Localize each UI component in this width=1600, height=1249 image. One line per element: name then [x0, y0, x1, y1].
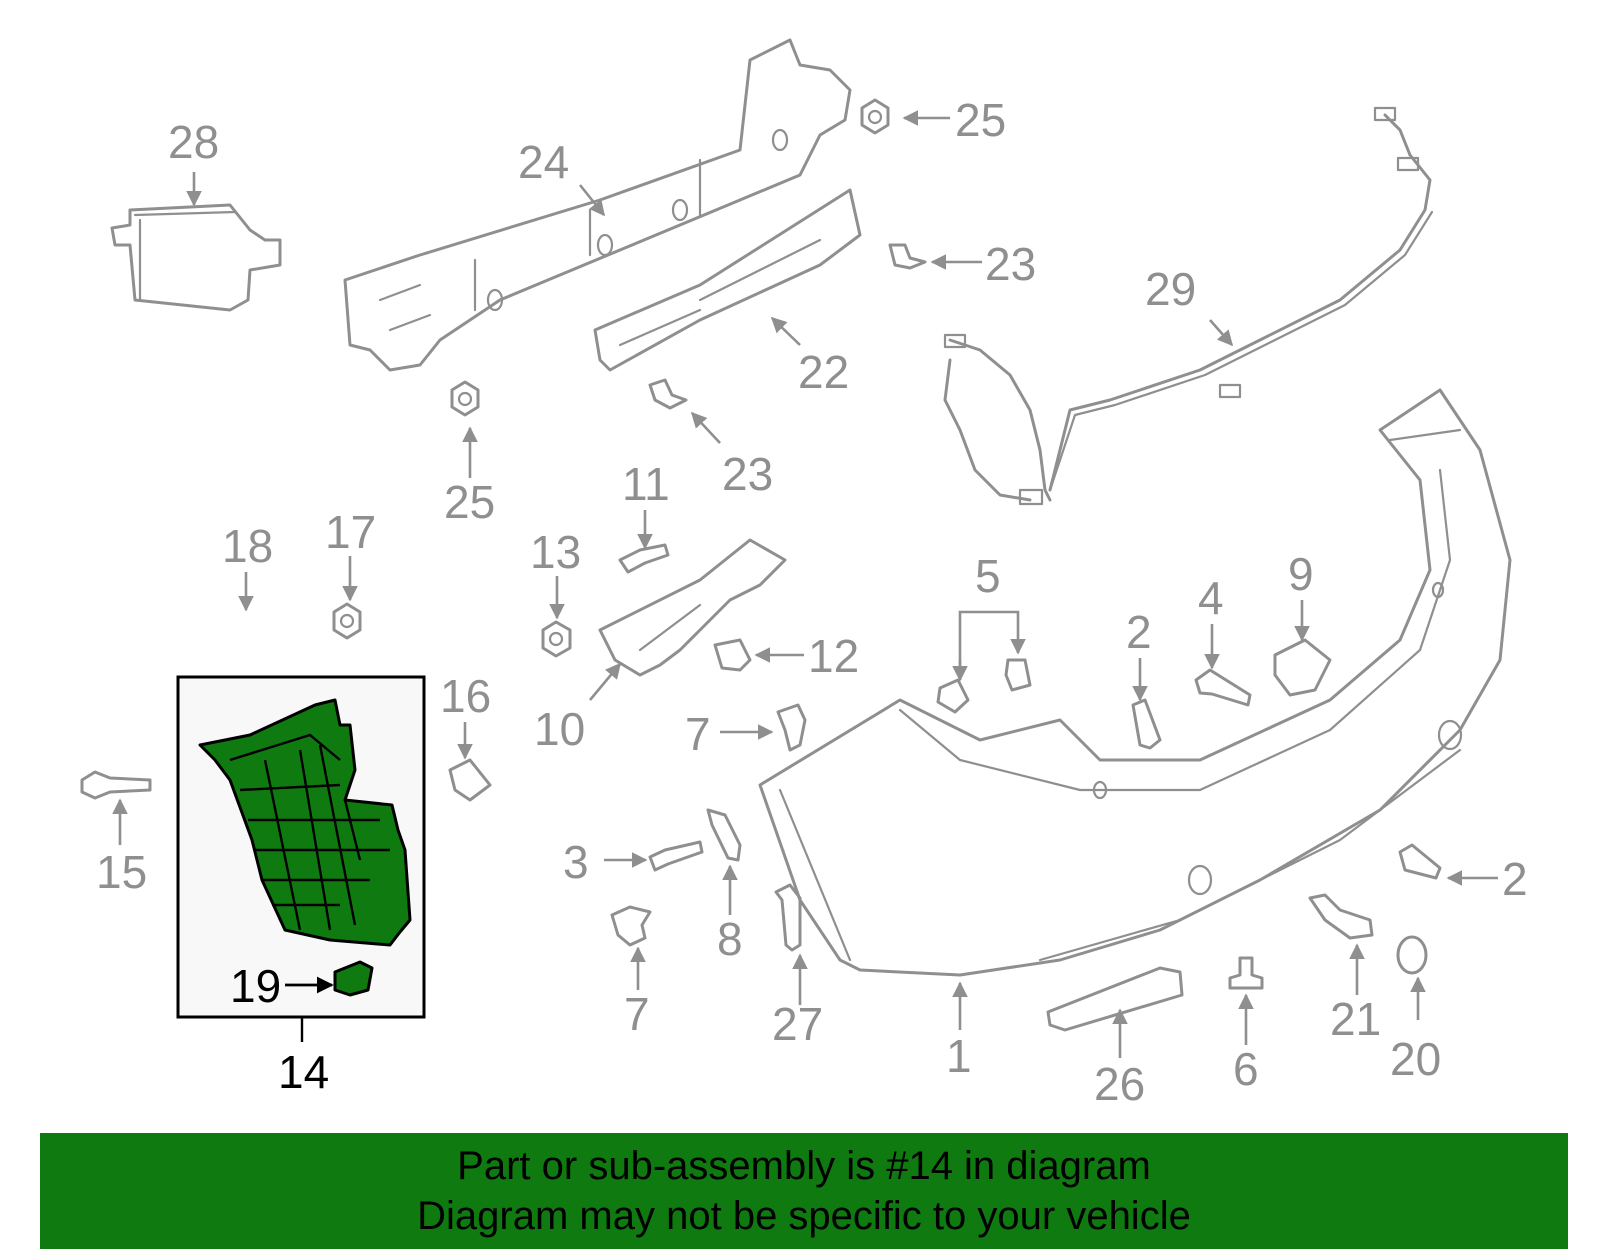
- part-29-wire-harness[interactable]: [943, 106, 1434, 506]
- part-24-reinforcement[interactable]: [343, 38, 852, 372]
- part-28-module[interactable]: [110, 203, 282, 312]
- callout-12: 12: [808, 630, 859, 682]
- callout-29: 29: [1145, 263, 1196, 315]
- part-2-bolt-right[interactable]: [1398, 843, 1442, 880]
- part-17-nut[interactable]: [332, 602, 362, 640]
- part-25-nut-bottom[interactable]: [450, 380, 480, 417]
- callout-14: 14: [278, 1046, 329, 1098]
- part-9-bracket[interactable]: [1273, 638, 1332, 697]
- part-1-bumper-cover[interactable]: [758, 388, 1512, 977]
- callout-25-bottom: 25: [444, 476, 495, 528]
- part-3-screw[interactable]: [648, 840, 704, 872]
- callout-22: 22: [798, 346, 849, 398]
- callout-2-right: 2: [1502, 853, 1528, 905]
- part-27-bolt[interactable]: [774, 883, 802, 952]
- part-7-clip-bottom[interactable]: [610, 905, 652, 947]
- callout-23-bottom: 23: [722, 448, 773, 500]
- part-14-subassembly-box[interactable]: [176, 675, 426, 1019]
- part-25-nut-top[interactable]: [860, 98, 890, 135]
- banner-line-2: Diagram may not be specific to your vehi…: [417, 1194, 1191, 1238]
- part-12-clip[interactable]: [713, 638, 752, 672]
- callout-23-top: 23: [985, 238, 1036, 290]
- callout-28: 28: [168, 116, 219, 168]
- callout-16: 16: [440, 670, 491, 722]
- callout-3: 3: [563, 836, 589, 888]
- part-2-bolt-top[interactable]: [1131, 698, 1162, 750]
- callout-7-top: 7: [685, 708, 711, 760]
- callout-8: 8: [717, 913, 743, 965]
- callout-6: 6: [1233, 1043, 1259, 1095]
- part-21-sensor[interactable]: [1308, 893, 1374, 940]
- part-23-clip-top[interactable]: [888, 243, 927, 270]
- callout-9: 9: [1288, 548, 1314, 600]
- part-7-clip-top[interactable]: [776, 703, 807, 752]
- callout-11: 11: [622, 458, 670, 510]
- part-23-clip-bottom[interactable]: [648, 378, 688, 410]
- callout-13: 13: [530, 526, 581, 578]
- part-10-bracket[interactable]: [598, 538, 787, 677]
- callout-17: 17: [325, 506, 376, 558]
- part-4-bolt[interactable]: [1194, 668, 1252, 707]
- callout-20: 20: [1390, 1033, 1441, 1085]
- callout-15: 15: [96, 846, 147, 898]
- part-15-bolt[interactable]: [80, 770, 152, 800]
- banner-line-1: Part or sub-assembly is #14 in diagram: [457, 1144, 1151, 1188]
- callout-4: 4: [1198, 572, 1224, 624]
- part-13-nut[interactable]: [541, 620, 572, 658]
- info-banner: Part or sub-assembly is #14 in diagram D…: [40, 1133, 1568, 1249]
- callout-18: 18: [222, 520, 273, 572]
- part-20-cap[interactable]: [1396, 935, 1428, 975]
- callout-24: 24: [518, 136, 569, 188]
- part-16-clip[interactable]: [448, 758, 492, 802]
- part-26-reflector[interactable]: [1046, 966, 1184, 1032]
- callout-25-top: 25: [955, 94, 1006, 146]
- callout-26: 26: [1094, 1058, 1145, 1110]
- callout-1: 1: [946, 1030, 972, 1082]
- callout-7-bottom: 7: [624, 988, 650, 1040]
- callout-10: 10: [534, 703, 585, 755]
- callout-5: 5: [975, 550, 1001, 602]
- part-22-absorber[interactable]: [593, 188, 862, 372]
- part-11-bolt[interactable]: [618, 543, 670, 574]
- callout-21: 21: [1330, 993, 1381, 1045]
- callout-2-top: 2: [1126, 606, 1152, 658]
- part-6-rivet[interactable]: [1228, 956, 1264, 990]
- part-8-bracket[interactable]: [706, 808, 742, 862]
- part-5-retainers[interactable]: [936, 658, 1032, 714]
- callout-19: 19: [230, 960, 281, 1012]
- callout-arrows: [112, 110, 1498, 1058]
- callout-27: 27: [772, 998, 823, 1050]
